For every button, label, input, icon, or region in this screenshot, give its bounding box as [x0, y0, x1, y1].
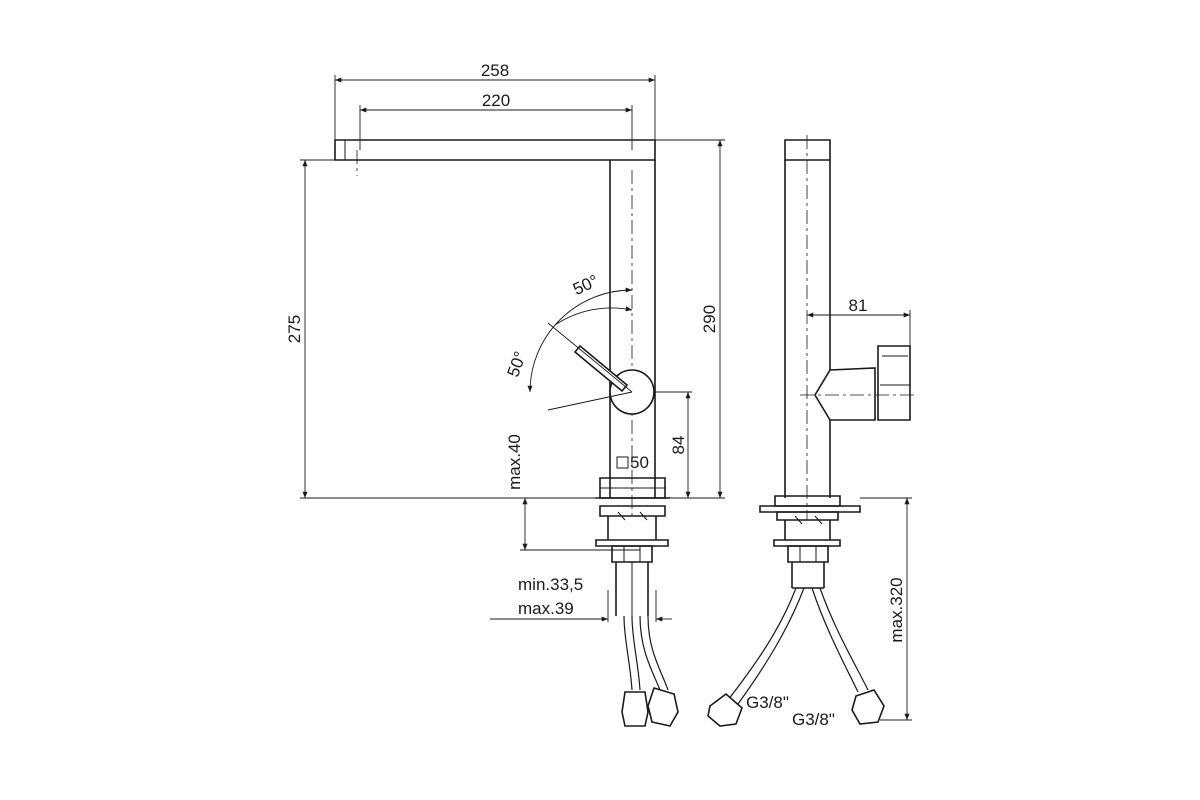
- side-handle-cone: [814, 367, 876, 421]
- dim-angle-upper: 50°: [570, 271, 601, 299]
- side-handle-lever: [877, 345, 911, 421]
- dim-max-40: max.40: [505, 434, 524, 490]
- front-spout-arm: [334, 139, 656, 161]
- front-hose-left: [623, 615, 641, 691]
- square-symbol-icon: [616, 456, 629, 469]
- dim-290: 290: [700, 305, 719, 333]
- front-view: [300, 75, 725, 727]
- angle-arc-inner: [554, 306, 633, 326]
- dim-body-square: 50: [630, 453, 649, 472]
- dim-258: 258: [481, 61, 509, 80]
- front-lever: [573, 344, 629, 393]
- side-hose-nut-right: [851, 689, 885, 725]
- dim-275: 275: [285, 315, 304, 343]
- front-hose-right: [639, 615, 669, 691]
- side-hose-left: [727, 587, 805, 705]
- dim-220: 220: [482, 91, 510, 110]
- dim-thread-right: G3/8": [792, 710, 835, 729]
- dim-angle-lower: 50°: [504, 349, 531, 380]
- side-spout-top: [784, 139, 831, 161]
- side-view: [707, 135, 915, 727]
- dim-max-shank: max.39: [518, 599, 574, 618]
- dim-84: 84: [669, 436, 688, 455]
- front-hose-nut-right: [647, 687, 679, 727]
- dim-81: 81: [849, 296, 868, 315]
- dim-thread-left: G3/8": [746, 693, 789, 712]
- side-hose-right: [811, 587, 869, 693]
- angle-arc-outer: [527, 287, 633, 393]
- front-hose-nut-left: [621, 691, 649, 727]
- dim-max-320: max.320: [887, 577, 906, 642]
- side-hose-nut-left: [707, 692, 743, 727]
- dim-min-shank: min.33,5: [518, 575, 583, 594]
